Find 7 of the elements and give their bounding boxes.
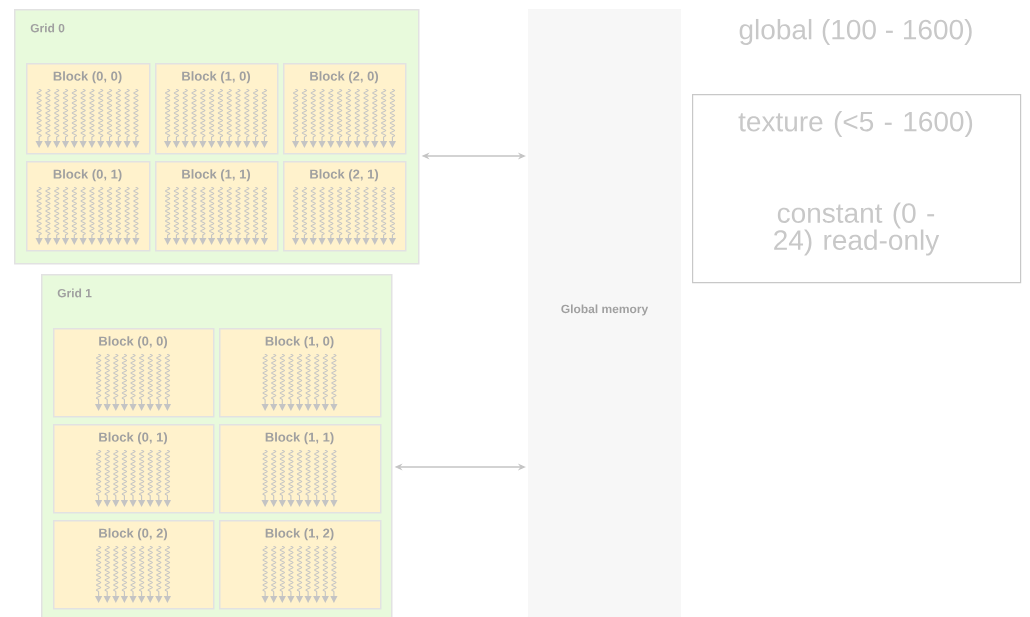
block-box: Block (1, 2) xyxy=(219,520,382,610)
memory-panel: Global memory xyxy=(527,8,682,617)
block-box: Block (0, 0) xyxy=(53,328,215,418)
block-box: Block (0, 1) xyxy=(53,424,215,514)
block-box: Block (1, 0) xyxy=(219,328,382,418)
block-box: Block (0, 2) xyxy=(53,520,215,610)
block-box: Block (1, 1) xyxy=(219,424,382,514)
